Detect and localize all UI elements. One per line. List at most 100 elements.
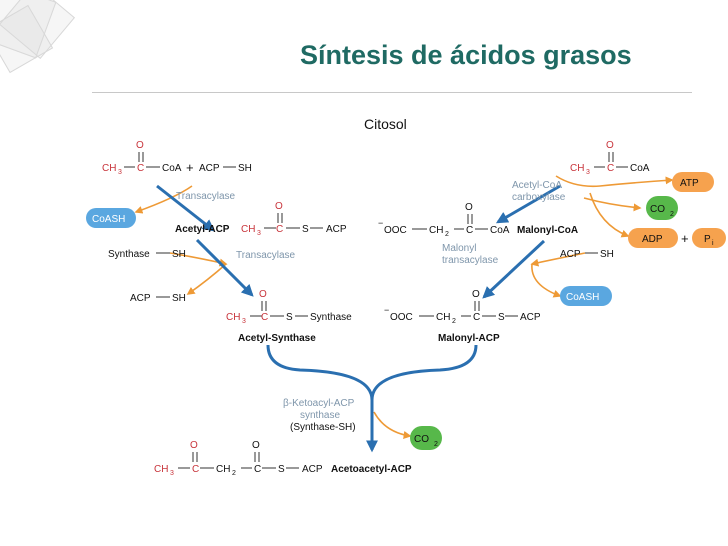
adp-label: ADP <box>642 234 663 245</box>
svg-text:3: 3 <box>242 318 246 325</box>
pills <box>86 172 726 450</box>
orange-arrow-atp-in <box>555 175 674 188</box>
svg-text:CH: CH <box>154 464 168 475</box>
product-acetyl-synthase: Acetyl-Synthase <box>238 333 316 344</box>
svg-text:S: S <box>278 464 285 475</box>
svg-text:CH: CH <box>436 312 450 323</box>
subtitle-citosol: Citosol <box>364 116 407 132</box>
svg-text:SH: SH <box>172 293 186 304</box>
svg-text:ACP: ACP <box>302 464 323 475</box>
atp-label: ATP <box>680 178 699 189</box>
product-acetyl-acp: Acetyl-ACP <box>175 224 230 235</box>
product-malonyl-acp: Malonyl-ACP <box>438 333 500 344</box>
svg-text:Synthase: Synthase <box>310 312 352 323</box>
oxygen-label: O <box>136 140 144 151</box>
svg-text:C: C <box>192 464 199 475</box>
svg-text:C: C <box>607 163 614 174</box>
svg-text:C: C <box>276 224 283 235</box>
product-acetoacetyl-acp: Acetoacetyl-ACP <box>331 464 412 475</box>
sh-label: SH <box>238 163 252 174</box>
svg-text:SH: SH <box>600 249 614 260</box>
orange-arrow-acp-out <box>186 263 227 295</box>
svg-text:ACP: ACP <box>520 312 541 323</box>
orange-arrow-coash-out-right <box>531 263 562 298</box>
svg-text:S: S <box>498 312 505 323</box>
pi-label: P <box>704 234 711 245</box>
coash-label-right: CoASH <box>566 292 599 303</box>
co2-label: CO <box>650 204 665 215</box>
synthase-label: Synthase <box>108 249 150 260</box>
svg-text:CoA: CoA <box>490 225 510 236</box>
svg-text:CH: CH <box>226 312 240 323</box>
coash-label: CoASH <box>92 214 125 225</box>
svg-text:3: 3 <box>257 230 261 237</box>
svg-text:2: 2 <box>452 318 456 325</box>
svg-text:CH: CH <box>216 464 230 475</box>
blue-arrow-acetyl-acp <box>156 184 215 232</box>
enzyme-acetyl-coa-carboxylase-2: carboxylase <box>512 192 566 203</box>
svg-text:2: 2 <box>670 211 674 218</box>
coash-pill-right <box>560 286 612 306</box>
acp-label: ACP <box>199 163 220 174</box>
svg-text:CoA: CoA <box>630 163 650 174</box>
enzyme-ketoacyl-3: (Synthase-SH) <box>290 422 356 433</box>
pi-pill <box>692 228 726 248</box>
orange-arrow-acp-in <box>530 252 586 267</box>
orange-arrow-co2-in <box>583 197 642 212</box>
enzyme-transacylase-2: Transacylase <box>236 250 296 261</box>
svg-text:S: S <box>286 312 293 323</box>
enzyme-ketoacyl-2: synthase <box>300 410 340 421</box>
svg-text:i: i <box>712 240 714 247</box>
svg-text:−: − <box>378 218 383 228</box>
svg-text:OOC: OOC <box>390 312 413 323</box>
enzyme-transacylase-1: Transacylase <box>176 191 236 202</box>
orange-arrow-co2-out <box>373 411 412 439</box>
blue-arrow-acetyl-synthase <box>195 238 254 297</box>
svg-text:S: S <box>302 224 309 235</box>
svg-text:2: 2 <box>434 441 438 448</box>
blue-arrow-malonyl-acp <box>482 239 546 299</box>
title-divider <box>92 92 692 93</box>
ooc-label: OOC <box>384 225 407 236</box>
atp-pill <box>672 172 714 192</box>
blue-arrow-malonyl-coa <box>495 184 561 224</box>
svg-text:O: O <box>472 289 480 300</box>
co2-pill-top <box>646 196 678 220</box>
svg-text:O: O <box>275 201 283 212</box>
svg-text:O: O <box>606 140 614 151</box>
svg-text:SH: SH <box>172 249 186 260</box>
svg-text:+: + <box>681 231 689 246</box>
svg-text:3: 3 <box>586 169 590 176</box>
bond-lines <box>124 152 628 469</box>
orange-arrow-coash-out <box>134 185 193 214</box>
enzyme-malonyl-transacylase-1: Malonyl <box>442 243 476 254</box>
svg-text:C: C <box>473 312 480 323</box>
svg-text:O: O <box>259 289 267 300</box>
ch3-label: CH <box>102 163 116 174</box>
svg-text:CH: CH <box>241 224 255 235</box>
svg-text:ACP: ACP <box>560 249 581 260</box>
orange-arrow-adp-out <box>589 192 630 238</box>
blue-arrows <box>156 184 561 453</box>
co2-label-bottom: CO <box>414 434 429 445</box>
svg-text:C: C <box>254 464 261 475</box>
blue-arrow-acetoacetyl <box>366 344 478 453</box>
coa-label: CoA <box>162 163 182 174</box>
svg-text:3: 3 <box>170 470 174 477</box>
blue-arrow-join-left <box>266 344 374 444</box>
svg-text:2: 2 <box>232 470 236 477</box>
svg-text:3: 3 <box>118 169 122 176</box>
co2-pill-bottom <box>410 426 442 450</box>
svg-text:CH: CH <box>570 163 584 174</box>
coash-pill-left <box>86 208 136 228</box>
svg-text:C: C <box>466 225 473 236</box>
svg-text:O: O <box>465 202 473 213</box>
svg-text:CH: CH <box>429 225 443 236</box>
svg-text:C: C <box>261 312 268 323</box>
diagram-labels: O CH 3 C CoA + ACP SH Transacylase CoASH… <box>92 140 714 477</box>
svg-text:ACP: ACP <box>130 293 151 304</box>
plus-label: + <box>186 160 194 175</box>
enzyme-malonyl-transacylase-2: transacylase <box>442 255 499 266</box>
page-title: Síntesis de ácidos grasos <box>300 40 632 70</box>
